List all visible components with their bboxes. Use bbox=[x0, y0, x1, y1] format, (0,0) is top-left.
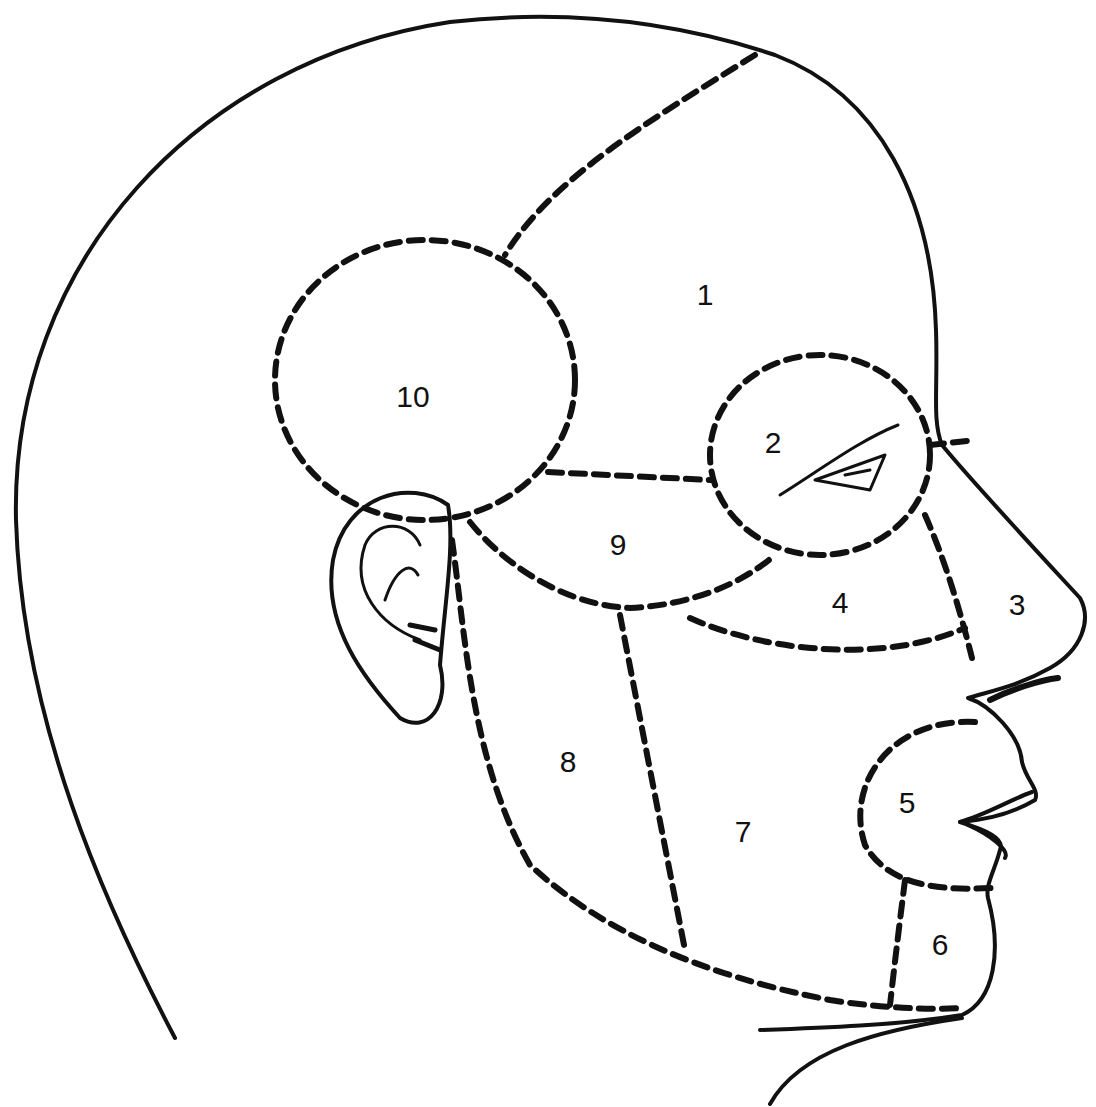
mouth bbox=[960, 792, 1032, 858]
callout-number: 6 bbox=[932, 930, 949, 960]
region-boundary bbox=[275, 240, 575, 520]
region-boundary bbox=[860, 722, 992, 889]
callout-number: 9 bbox=[610, 530, 627, 560]
neck-line bbox=[770, 1018, 962, 1104]
region-boundary bbox=[925, 515, 972, 658]
ear-lobe-detail bbox=[410, 625, 440, 650]
callout-number: 1 bbox=[697, 280, 714, 310]
region-boundary bbox=[890, 880, 905, 1005]
callout-number: 8 bbox=[560, 747, 577, 777]
eye bbox=[780, 425, 898, 495]
region-boundary bbox=[690, 618, 965, 650]
region-boundary bbox=[620, 615, 685, 950]
region-boundary bbox=[548, 472, 710, 480]
callout-number: 3 bbox=[1009, 590, 1026, 620]
callout-number: 7 bbox=[735, 817, 752, 847]
region-boundary bbox=[452, 540, 962, 1009]
head-outline bbox=[16, 17, 1085, 1038]
region-boundary bbox=[930, 440, 975, 445]
region-boundary bbox=[710, 355, 930, 555]
callout-number: 10 bbox=[396, 382, 429, 412]
callout-number: 2 bbox=[765, 428, 782, 458]
nostril bbox=[990, 678, 1058, 700]
ear-outline bbox=[331, 493, 450, 723]
region-boundary bbox=[470, 522, 775, 608]
callout-number: 5 bbox=[899, 788, 916, 818]
region-boundary bbox=[505, 55, 755, 255]
callout-number: 4 bbox=[832, 588, 849, 618]
